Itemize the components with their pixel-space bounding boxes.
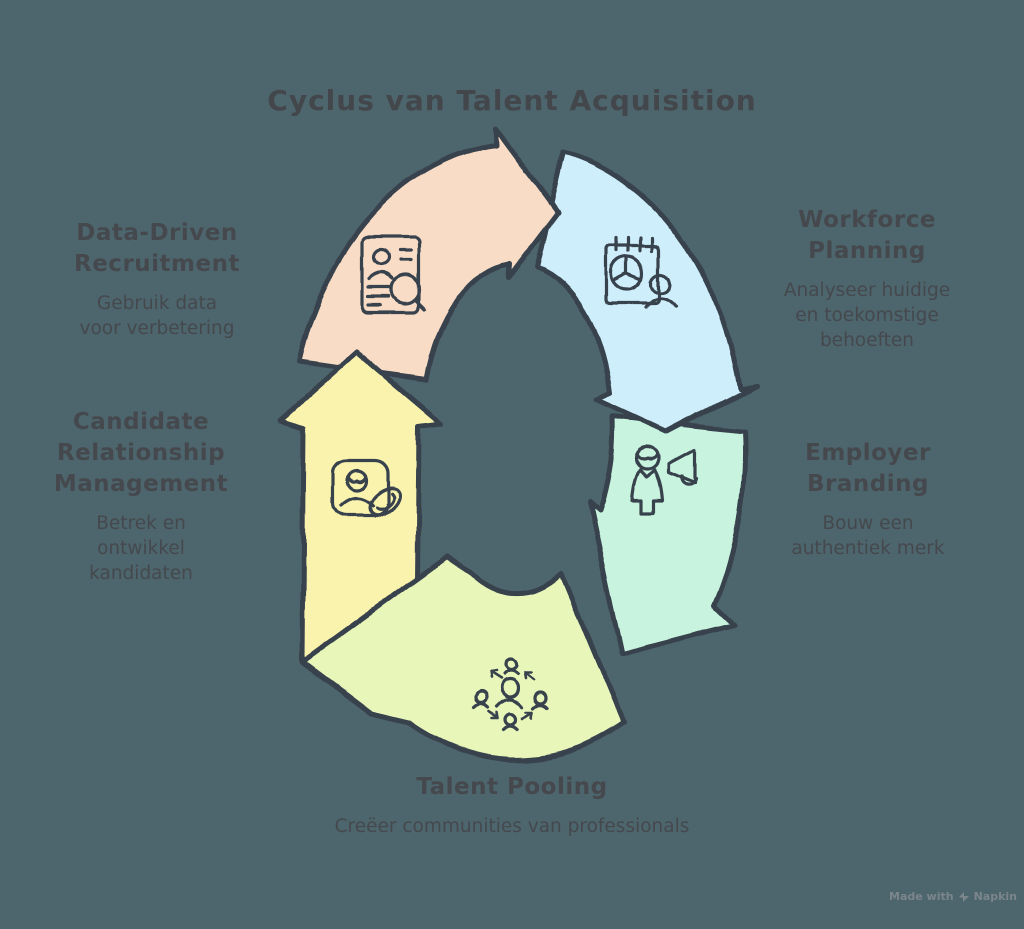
step-subtext: Creëer communities van professionals xyxy=(334,816,690,838)
step-subtext: Analyseer huidige en toekomstige behoeft… xyxy=(783,280,951,352)
step-subtext: Gebruik data voor verbetering xyxy=(79,293,235,340)
watermark-prefix: Made with xyxy=(889,890,954,903)
community-network-icon xyxy=(472,656,550,731)
label-data-driven-recruitment: Data-Driven Recruitment Gebruik data voo… xyxy=(38,218,276,342)
step-subtext: Betrek en ontwikkel kandidaten xyxy=(89,513,193,585)
profile-paperclip-icon xyxy=(331,459,402,518)
calendar-chart-person-icon xyxy=(604,236,678,309)
arrow-segment-employer-branding xyxy=(586,414,748,657)
napkin-logo-icon xyxy=(958,891,969,902)
step-heading: Talent Pooling xyxy=(416,774,608,800)
label-talent-pooling: Talent Pooling Creëer communities van pr… xyxy=(262,772,762,840)
arrow-segment-data-driven-recruitment xyxy=(296,125,561,383)
label-candidate-relationship-management: Candidate Relationship Management Betrek… xyxy=(22,407,260,587)
arrow-segment-workforce-planning xyxy=(534,149,759,435)
step-heading: Employer Branding xyxy=(805,440,931,498)
arrowhead-talent-pooling-outline xyxy=(300,554,475,726)
arrowhead-talent-pooling-overlay xyxy=(303,557,472,723)
step-heading: Workforce Planning xyxy=(798,207,936,265)
step-heading: Candidate Relationship Management xyxy=(53,409,229,498)
label-employer-branding: Employer Branding Bouw een authentiek me… xyxy=(752,438,984,562)
person-megaphone-icon xyxy=(630,445,697,515)
label-workforce-planning: Workforce Planning Analyseer huidige en … xyxy=(748,205,986,354)
step-heading: Data-Driven Recruitment xyxy=(74,220,240,278)
napkin-watermark: Made with Napkin xyxy=(889,890,1017,903)
step-subtext: Bouw een authentiek merk xyxy=(791,513,945,560)
page-title: Cyclus van Talent Acquisition xyxy=(267,84,757,117)
watermark-brand: Napkin xyxy=(973,890,1017,903)
resume-search-icon xyxy=(360,236,427,314)
